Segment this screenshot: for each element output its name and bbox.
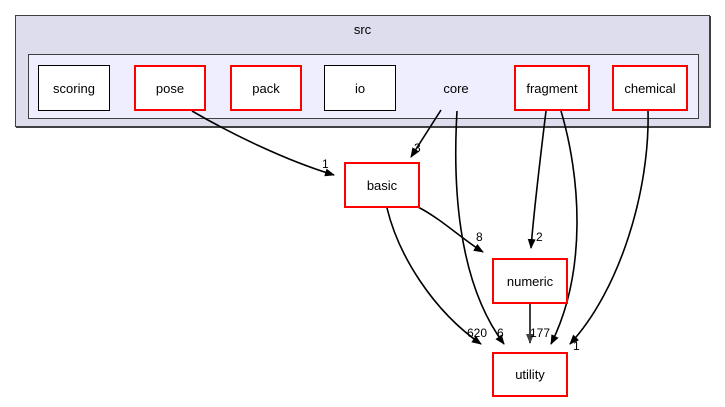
edge-label-chemical-utility: 1 <box>573 339 580 353</box>
node-basic-label: basic <box>366 177 398 193</box>
node-core-label: core <box>443 80 469 96</box>
node-basic[interactable]: basic <box>344 162 420 208</box>
edge-core-to-utility <box>454 110 505 345</box>
edge-label-basic-utility: 620 <box>467 326 488 340</box>
edge-pose-to-basic <box>191 110 335 177</box>
node-io[interactable]: io <box>324 65 396 111</box>
edge-fragment-to-utility <box>550 110 578 345</box>
node-pack-label: pack <box>252 80 280 96</box>
edge-core-to-basic <box>410 109 442 158</box>
node-fragment-label: fragment <box>526 80 578 96</box>
node-numeric[interactable]: numeric <box>492 258 568 304</box>
edge-basic-to-utility <box>386 207 482 345</box>
edge-label-numeric-utility: 177 <box>530 326 551 340</box>
edge-chemical-to-utility <box>569 110 649 345</box>
node-scoring-label: scoring <box>53 80 95 96</box>
node-core-current: core <box>424 65 488 111</box>
node-io-label: io <box>354 80 366 96</box>
edge-label-basic-numeric: 8 <box>476 230 483 244</box>
edge-label-core-utility: 6 <box>497 326 504 340</box>
cluster-title: src <box>353 22 372 37</box>
node-utility[interactable]: utility <box>492 352 568 397</box>
node-pose-label: pose <box>155 80 185 96</box>
node-fragment[interactable]: fragment <box>514 65 590 111</box>
node-utility-label: utility <box>515 367 545 382</box>
node-pose[interactable]: pose <box>134 65 206 111</box>
edge-label-pose-basic: 1 <box>322 157 329 171</box>
edge-basic-to-numeric <box>417 206 484 253</box>
edge-fragment-to-numeric <box>527 110 547 249</box>
node-pack[interactable]: pack <box>230 65 302 111</box>
edge-label-fragment-numeric: 2 <box>536 230 543 244</box>
edge-label-core-basic: 3 <box>414 141 421 155</box>
node-numeric-label: numeric <box>506 273 554 289</box>
node-chemical-label: chemical <box>624 80 676 96</box>
node-scoring[interactable]: scoring <box>38 65 110 111</box>
node-chemical[interactable]: chemical <box>612 65 688 111</box>
